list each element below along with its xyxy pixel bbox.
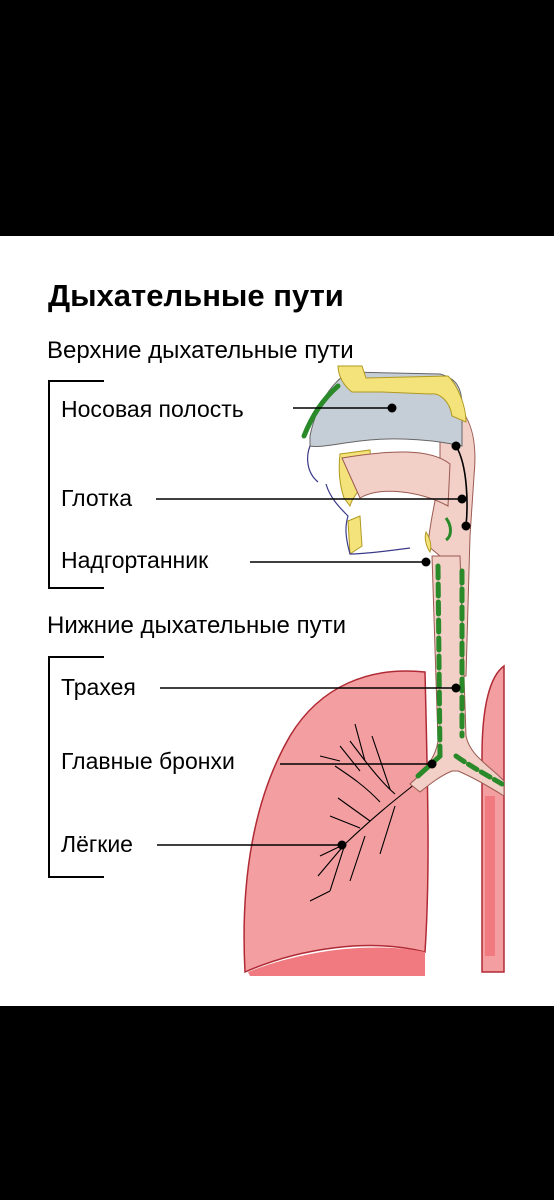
- nasal-cavity-dot: [387, 403, 397, 413]
- upper-airways-heading: Верхние дыхательные пути: [47, 337, 354, 364]
- label-lungs: Лёгкие: [61, 831, 133, 857]
- upper-bracket: [48, 380, 104, 589]
- pharynx-pointer-branch: [455, 445, 468, 527]
- label-nasal-cavity: Носовая полость: [61, 396, 244, 422]
- anatomy-illustration: [156, 365, 505, 976]
- label-trachea: Трахея: [61, 674, 136, 700]
- page-title: Дыхательные пути: [48, 278, 344, 313]
- pharynx-dot-top: [451, 441, 461, 451]
- mouth-shape: [307, 445, 452, 555]
- bronchial-tree: [309, 723, 421, 902]
- label-main-bronchi: Главные бронхи: [61, 748, 235, 774]
- pharynx-dot: [457, 494, 467, 504]
- pharynx-dot-bottom: [461, 521, 471, 531]
- lungs-dot: [337, 840, 347, 850]
- trachea-dot: [451, 683, 461, 693]
- epiglottis-dot: [421, 557, 431, 567]
- lower-bracket: [48, 656, 104, 878]
- pointer-dots: [337, 403, 471, 850]
- diagram-card: Дыхательные пути Верхние дыхательные пут…: [0, 236, 554, 1006]
- bronchi-dot: [427, 759, 437, 769]
- label-pharynx: Глотка: [61, 485, 133, 511]
- lungs-shape: [243, 664, 505, 976]
- label-epiglottis: Надгортанник: [61, 547, 209, 573]
- pointer-lines: [156, 407, 468, 846]
- lower-airways-heading: Нижние дыхательные пути: [47, 612, 346, 639]
